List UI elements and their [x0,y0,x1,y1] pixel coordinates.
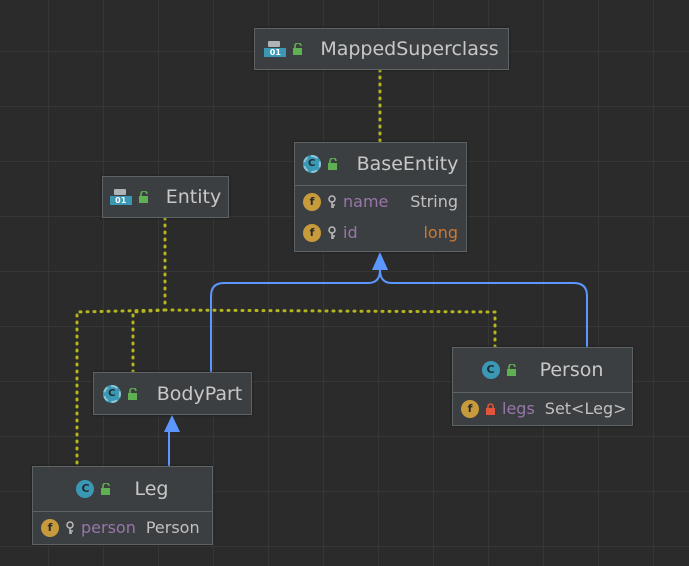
link-entity-person [163,308,497,349]
key-icon [66,520,74,534]
public-icon [127,387,137,400]
public-icon [101,483,111,495]
node-header: C BaseEntity [295,143,466,186]
annotation-links [75,68,497,468]
field-name: person [81,518,136,537]
node-header: 01 Entity [103,177,228,217]
field-type: Person [145,518,200,537]
node-title: MappedSuperclass [320,38,499,60]
field-row[interactable]: f id long [295,217,466,248]
arrowhead-baseentity [372,252,388,270]
node-entity[interactable]: 01 Entity [102,176,229,218]
field-icon: f [461,399,479,418]
node-title: Entity [165,186,222,208]
public-icon [327,158,337,170]
node-header: C BodyPart [94,373,251,414]
node-header: 01 MappedSuperclass [255,29,508,69]
inheritance-links [168,269,588,466]
field-row[interactable]: f legs Set<Leg> [453,393,632,424]
link-entity-bodypart [131,308,167,374]
node-base-entity[interactable]: C BaseEntity f name String f id long [294,142,467,252]
public-icon [506,364,516,376]
class-icon: C [481,361,500,379]
link-person-baseentity [379,269,588,347]
annotation-icon: 01 [264,41,287,57]
annotation-icon: 01 [109,189,132,205]
lock-icon [486,402,495,415]
field-row[interactable]: f name String [295,186,466,217]
node-leg[interactable]: C Leg f person Person [32,466,213,545]
field-name: name [343,192,389,211]
field-type: String [410,192,458,211]
field-type: Set<Leg> [544,399,627,418]
link-bodypart-baseentity [210,269,381,372]
class-icon: C [76,480,95,498]
abstract-class-icon: C [102,384,121,403]
field-icon: f [41,518,59,537]
node-body-part[interactable]: C BodyPart [93,372,252,415]
arrowhead-bodypart [164,415,180,432]
node-title: BodyPart [156,382,243,405]
key-icon [328,225,336,239]
field-icon: f [303,223,321,242]
key-icon [328,194,336,208]
field-row[interactable]: f person Person [33,512,212,543]
node-title: Person [539,359,604,381]
node-title: BaseEntity [356,153,459,175]
field-type: long [423,223,458,242]
node-person[interactable]: C Person f legs Set<Leg> [452,347,633,426]
abstract-class-icon: C [302,155,321,173]
field-name: legs [502,399,535,418]
public-icon [138,191,148,203]
node-header: C Leg [33,467,212,512]
public-icon [293,43,303,55]
field-name: id [343,223,358,242]
node-mapped-superclass[interactable]: 01 MappedSuperclass [254,28,509,70]
node-title: Leg [134,478,169,500]
inheritance-arrowheads [164,252,388,432]
field-icon: f [303,192,321,211]
node-header: C Person [453,348,632,393]
